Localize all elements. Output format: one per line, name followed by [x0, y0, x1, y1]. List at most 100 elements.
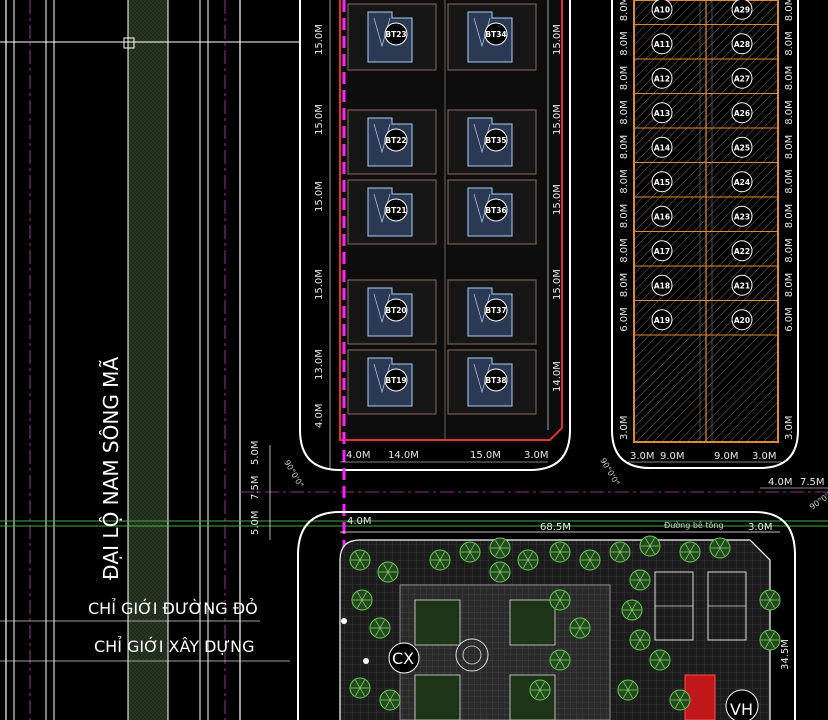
tree-symbol [549, 649, 571, 671]
tree-symbol [377, 561, 399, 583]
rowhouse-label-a10: A10 [654, 5, 670, 14]
rowhouse-label-a22: A22 [734, 247, 750, 256]
villa-dim-right-1: 15.0M [552, 104, 563, 135]
rowhouse-width-right-9: 6.0M [784, 307, 795, 332]
villa-dim-left-4: 13.0M [314, 349, 325, 380]
road-name-label: ĐẠI LỘ NAM SÔNG MÃ [99, 357, 123, 580]
rowhouse-dim-bottom-1: 9.0M [660, 451, 685, 462]
street-dim-3: 5.0M [250, 510, 261, 535]
rowhouse-width-left-3: 8.0M [619, 100, 630, 125]
tree-symbol [609, 541, 631, 563]
park-trees [349, 535, 781, 711]
rowhouse-dim-bottom-2: 9.0M [714, 451, 739, 462]
villa-label-bt38: BT38 [485, 376, 506, 385]
tree-symbol [621, 599, 643, 621]
tree-symbol [759, 629, 781, 651]
tree-symbol [669, 689, 691, 711]
rowhouse-width-left-2: 8.0M [619, 66, 630, 91]
villa-dim-left-5: 4.0M [314, 403, 325, 428]
tree-symbol [617, 679, 639, 701]
tree-symbol [517, 549, 539, 571]
rowhouse-label-a27: A27 [734, 74, 750, 83]
rowhouse-width-right-2: 8.0M [784, 66, 795, 91]
rowhouse-dim-bottom-0: 3.0M [630, 451, 655, 462]
villa-dim-right-4: 14.0M [552, 361, 563, 392]
villa-dim-bottom-2: 15.0M [470, 450, 501, 461]
rowhouse-label-a19: A19 [654, 316, 670, 325]
rowhouse-width-left-9: 6.0M [619, 307, 630, 332]
street-dim-1: 5.0M [250, 440, 261, 465]
villa-label-bt23: BT23 [385, 30, 406, 39]
tree-symbol [709, 537, 731, 559]
tree-symbol [629, 629, 651, 651]
rowhouse-width-right-6: 8.0M [784, 204, 795, 229]
tree-symbol [579, 549, 601, 571]
villa-dim-bottom-1: 14.0M [388, 450, 419, 461]
rowhouse-width-left-0: 8.0M [619, 0, 630, 21]
red-line-legend: CHỈ GIỚI ĐƯỜNG ĐỎ [88, 598, 258, 618]
rowhouse-label-a16: A16 [654, 212, 670, 221]
rowhouse-label-a26: A26 [734, 109, 750, 118]
tree-symbol [351, 589, 373, 611]
villa-dim-bottom-0: 4.0M [346, 450, 371, 461]
tree-symbol [529, 679, 551, 701]
park-label-cx: CX [392, 649, 414, 668]
concrete-path-label: Đường bê tông [664, 520, 724, 530]
tree-symbol [639, 535, 661, 557]
rowhouse-label-a21: A21 [734, 281, 750, 290]
tree-symbol [459, 541, 481, 563]
rowhouse-width-left-7: 8.0M [619, 238, 630, 263]
tree-symbol [349, 677, 371, 699]
villa-label-bt19: BT19 [385, 376, 406, 385]
tree-symbol [679, 541, 701, 563]
rowhouse-label-a23: A23 [734, 212, 750, 221]
tree-symbol [369, 617, 391, 639]
tree-symbol [759, 589, 781, 611]
park-width-dim: 68.5M [540, 522, 571, 533]
villa-label-bt35: BT35 [485, 136, 506, 145]
rowhouse-width-right-8: 8.0M [784, 273, 795, 298]
corner-angle-left: 90°0'0" [282, 459, 305, 490]
tree-symbol [549, 541, 571, 563]
villa-dim-left-3: 15.0M [314, 269, 325, 300]
rowhouse-label-a28: A28 [734, 40, 750, 49]
tree-symbol [379, 689, 401, 711]
park-side-dim: 3.0M [748, 522, 773, 533]
rowhouse-label-a17: A17 [654, 247, 670, 256]
villa-dim-right-0: 15.0M [552, 24, 563, 55]
rowhouse-width-right-4: 8.0M [784, 135, 795, 160]
rowhouse-label-a24: A24 [734, 178, 750, 187]
rowhouse-label-a14: A14 [654, 143, 670, 152]
rowhouse-width-left-6: 8.0M [619, 204, 630, 229]
median-strip [128, 0, 168, 720]
villa-label-bt34: BT34 [485, 30, 506, 39]
park-offset-dim: 4.0M [347, 516, 372, 527]
rowhouse-label-a13: A13 [654, 109, 670, 118]
park-label-vh: VH [730, 700, 753, 719]
rowhouse-width-right-5: 8.0M [784, 169, 795, 194]
street-width-right: 4.0M [768, 477, 793, 488]
tree-symbol [489, 537, 511, 559]
villa-label-bt22: BT22 [385, 136, 406, 145]
tree-symbol [629, 569, 651, 591]
villa-dim-left-1: 15.0M [314, 104, 325, 135]
rowhouse-width-left-1: 8.0M [619, 31, 630, 56]
tree-symbol [569, 617, 591, 639]
rowhouse-label-a15: A15 [654, 178, 670, 187]
tree-symbol [649, 649, 671, 671]
corner-angle-right: 90°0'0" [808, 487, 828, 512]
villa-dimensions: 15.0M 15.0M 15.0M 15.0M 13.0M 4.0M 15.0M 15.0M 1… [314, 24, 563, 463]
rowhouse-label-a29: A29 [734, 5, 750, 14]
rowhouse-dim-bottom-3: 3.0M [752, 451, 777, 462]
villa-label-bt20: BT20 [385, 306, 406, 315]
tree-symbol [429, 549, 451, 571]
tree-symbol [489, 561, 511, 583]
rowhouse-label-a25: A25 [734, 143, 750, 152]
villa-dim-right-3: 15.0M [552, 269, 563, 300]
